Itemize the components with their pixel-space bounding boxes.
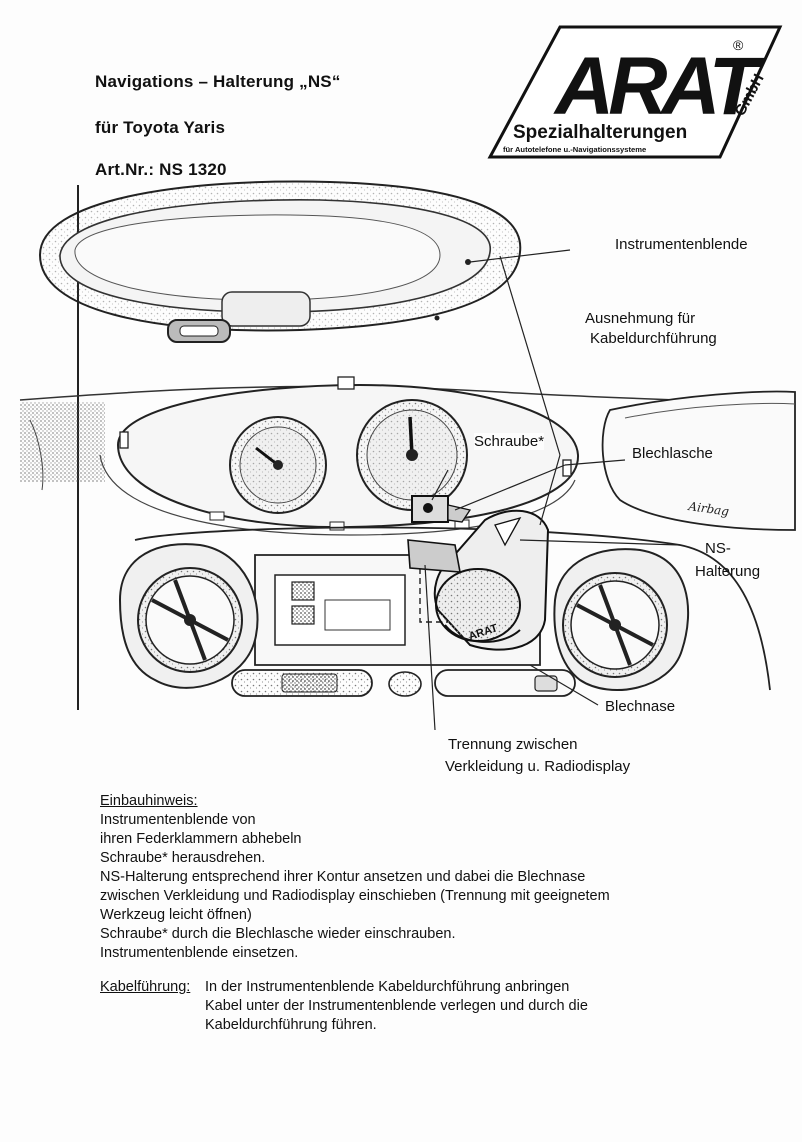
switch-row bbox=[231, 669, 576, 697]
label-trennung-line2: Verkleidung u. Radiodisplay bbox=[445, 758, 631, 775]
document-title: Navigations – Halterung „NS“ bbox=[95, 72, 341, 91]
cable-line: Kabeldurchführung führen. bbox=[205, 1017, 377, 1033]
cable-line: Kabel unter der Instrumentenblende verle… bbox=[205, 998, 588, 1014]
label-blechnase: Blechnase bbox=[605, 698, 676, 715]
cable-instructions: In der Instrumentenblende Kabeldurchführ… bbox=[205, 978, 588, 1035]
instruction-line: Instrumentenblende einsetzen. bbox=[100, 945, 299, 961]
instrument-cluster bbox=[99, 376, 580, 536]
arat-logo: ARAT ® GmbH Spezialhalterungen für Autot… bbox=[487, 25, 783, 159]
cable-heading: Kabelführung: bbox=[100, 979, 191, 995]
leader-lines bbox=[424, 249, 681, 731]
instruction-line: NS-Halterung entsprechend ihrer Kontur a… bbox=[100, 869, 586, 885]
document-subtitle: für Toyota Yaris bbox=[95, 118, 226, 137]
logo-subline: für Autotelefone u.-Navigationssysteme bbox=[503, 145, 646, 154]
instruction-line: Werkzeug leicht öffnen) bbox=[100, 907, 252, 923]
label-ns-halterung-line1: NS- bbox=[705, 540, 731, 557]
instruction-line: Instrumentenblende von bbox=[100, 812, 256, 828]
label-instrumentenblende: Instrumentenblende bbox=[615, 236, 748, 253]
label-blechlasche: Blechlasche bbox=[632, 445, 713, 462]
logo-reg: ® bbox=[733, 37, 744, 53]
article-number: Art.Nr.: NS 1320 bbox=[95, 160, 227, 179]
label-ausnehmung-line2: Kabeldurchführung bbox=[590, 330, 717, 347]
installation-diagram: Airbag ARAT bbox=[19, 180, 796, 731]
logo-brand: ARAT bbox=[553, 41, 765, 132]
instruction-line: ihren Federklammern abhebeln bbox=[100, 831, 302, 847]
label-ausnehmung-line1: Ausnehmung für bbox=[585, 310, 696, 327]
instruction-line: Schraube* durch die Blechlasche wieder e… bbox=[100, 926, 456, 942]
right-air-vent bbox=[553, 548, 690, 691]
installation-instructions: Einbauhinweis: Instrumentenblende von ih… bbox=[100, 792, 610, 963]
instruction-line: zwischen Verkleidung und Radiodisplay ei… bbox=[100, 888, 610, 904]
label-ns-halterung-line2: Halterung bbox=[695, 563, 761, 580]
airbag-label: Airbag bbox=[687, 499, 731, 519]
screw-bracket bbox=[411, 495, 472, 523]
left-air-vent bbox=[118, 543, 259, 689]
logo-tagline: Spezialhalterungen bbox=[513, 122, 687, 143]
instruction-line: Schraube* herausdrehen. bbox=[100, 850, 266, 866]
label-trennung-line1: Trennung zwischen bbox=[448, 736, 578, 753]
label-schraube: Schraube* bbox=[474, 433, 545, 450]
cable-line: In der Instrumentenblende Kabeldurchführ… bbox=[205, 979, 570, 995]
instrument-cover bbox=[38, 180, 522, 343]
instructions-heading: Einbauhinweis: bbox=[100, 793, 198, 809]
ns-holder: ARAT bbox=[407, 509, 550, 651]
